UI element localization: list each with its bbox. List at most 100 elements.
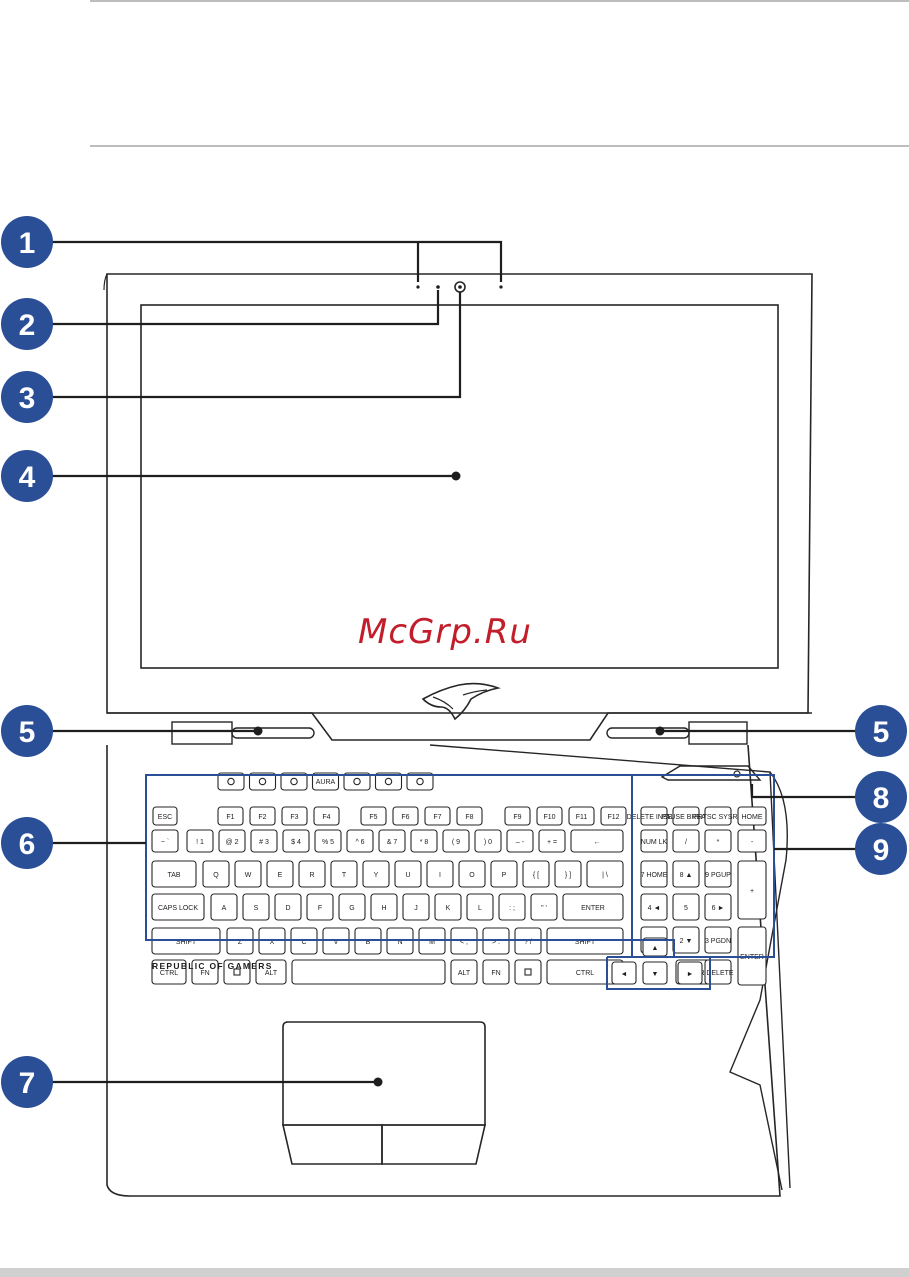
key-5: % 5 — [314, 829, 342, 853]
key-label: FN — [200, 970, 209, 977]
key-label: F4 — [322, 814, 330, 821]
key-label: A — [222, 905, 227, 912]
key-label: B — [366, 939, 371, 946]
key-esc: ESC — [152, 806, 178, 826]
key-label: % 5 — [322, 839, 334, 846]
key-label: / — [685, 839, 687, 846]
key-1: ! 1 — [186, 829, 214, 853]
speaker-left-slot — [231, 727, 315, 739]
key-label: ! 1 — [196, 839, 204, 846]
key-menu-icon — [514, 959, 542, 985]
key-label: TAB — [167, 872, 180, 879]
key-win-icon — [223, 959, 251, 985]
key-home: HOME — [737, 806, 767, 826]
key-blank: * — [704, 829, 732, 853]
key-label: PRTSC SYSRQ — [693, 814, 744, 821]
key-3: # 3 — [250, 829, 278, 853]
key-tab: TAB — [151, 860, 197, 888]
key-f2: F2 — [249, 806, 276, 826]
key-label: ← — [594, 839, 601, 846]
brand-text: REPUBLIC OF GAMERS — [152, 961, 273, 971]
arrow-area-box — [606, 939, 711, 990]
callout-number: 1 — [19, 227, 36, 260]
key-blank: ▼ — [642, 961, 668, 985]
key-label: + — [750, 888, 754, 895]
key-blank: | \ — [586, 860, 624, 888]
key-4: 4 ◄ — [640, 893, 668, 921]
key-alt: ALT — [255, 959, 287, 985]
key-label: CTRL — [576, 970, 594, 977]
key-label: W — [245, 872, 252, 879]
callout-number: 9 — [873, 834, 890, 867]
speaker-right-outer — [688, 721, 748, 745]
key-label: 9 PGUP — [705, 872, 731, 879]
key-label: G — [349, 905, 354, 912]
key-f4: F4 — [313, 806, 340, 826]
callout-number: 5 — [873, 716, 890, 749]
key-delete-insert: DELETE INSERT — [627, 806, 682, 826]
callout-1: 1 — [1, 216, 53, 268]
microphone-right — [499, 285, 503, 289]
key-label: S — [254, 905, 259, 912]
key-3-pgdn: 3 PGDN — [704, 926, 732, 954]
callout-5: 5 — [1, 705, 53, 757]
key-label: DELETE INSERT — [627, 814, 682, 821]
hotkey-label: AURA — [316, 779, 336, 786]
key-label: HOME — [742, 814, 763, 821]
callout-9: 9 — [855, 823, 907, 875]
screen-toggle-icon — [384, 777, 393, 786]
hotkey-volume-up-icon — [248, 772, 277, 791]
key-g: G — [338, 893, 366, 921]
key-label: F3 — [290, 814, 298, 821]
key-y: Y — [362, 860, 390, 888]
key-label: K — [446, 905, 451, 912]
key-f12: F12 — [600, 806, 627, 826]
callout-2: 2 — [1, 298, 53, 350]
key-label: Z — [238, 939, 243, 946]
callout-7: 7 — [1, 1056, 53, 1108]
key-label: & 7 — [387, 839, 398, 846]
key-label: ) 0 — [484, 839, 492, 846]
key-f11: F11 — [568, 806, 595, 826]
key-label: P — [502, 872, 507, 879]
key-p: P — [490, 860, 518, 888]
volume-down-icon — [227, 777, 235, 786]
key-blank: - — [737, 829, 767, 853]
key-label: < , — [460, 939, 468, 946]
key-label: ~ ` — [161, 839, 169, 846]
key-label: ALT — [265, 970, 278, 977]
key-label: U — [405, 872, 410, 879]
key-blank: ► — [677, 961, 703, 985]
key-f3: F3 — [281, 806, 308, 826]
key-label: F — [318, 905, 322, 912]
key-caps-lock: CAPS LOCK — [151, 893, 205, 921]
key-blank: / — [672, 829, 700, 853]
key-j: J — [402, 893, 430, 921]
key-label: @ 2 — [226, 839, 239, 846]
menu-icon — [524, 968, 532, 976]
key-label: J — [414, 905, 418, 912]
key-w: W — [234, 860, 262, 888]
key-label: ALT — [458, 970, 471, 977]
key-label: - — [751, 839, 754, 846]
touchpad-left-button — [281, 1124, 383, 1165]
key-0: ) 0 — [474, 829, 502, 853]
key-blank: } ] — [554, 860, 582, 888]
key-prtsc-sysrq: PRTSC SYSRQ — [693, 806, 744, 826]
key-label: CAPS LOCK — [158, 905, 198, 912]
key-r: R — [298, 860, 326, 888]
callout-4: 4 — [1, 450, 53, 502]
key-label: H — [381, 905, 386, 912]
key-blank: ~ ` — [151, 829, 179, 853]
key-label: F1 — [226, 814, 234, 821]
key-label: 8 ▲ — [680, 872, 693, 879]
key-9: ( 9 — [442, 829, 470, 853]
key-label: F6 — [401, 814, 409, 821]
speaker-right-slot — [606, 727, 690, 739]
hotkey-screen-toggle-icon — [374, 772, 403, 791]
key-f9: F9 — [504, 806, 531, 826]
key-label: * 8 — [420, 839, 429, 846]
